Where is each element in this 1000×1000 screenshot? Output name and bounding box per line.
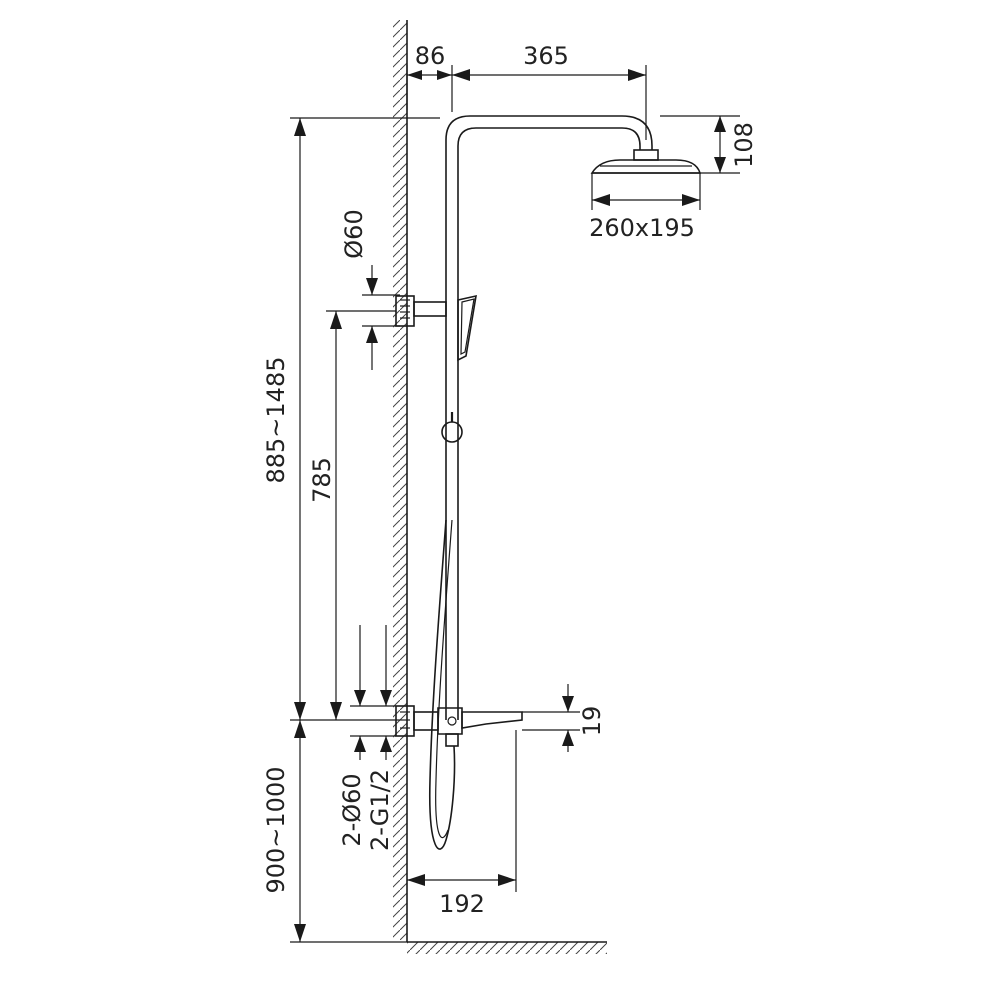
- label-connections-diameter: 2-Ø60: [338, 773, 366, 846]
- label-head-height: 108: [730, 122, 758, 168]
- label-mixer-height: 900~1000: [262, 767, 290, 894]
- label-holder-height: 785: [308, 457, 336, 503]
- dimension-spout-projection: 192: [407, 730, 517, 918]
- dimension-outlet-height: 19: [522, 684, 606, 752]
- hand-shower: [457, 294, 477, 362]
- dimension-holder-diameter: Ø60: [340, 209, 400, 370]
- label-overall-height: 885~1485: [262, 357, 290, 484]
- dimension-holder-height: 785: [308, 310, 396, 720]
- thermostatic-mixer: [395, 705, 523, 747]
- dimension-connections: 2-Ø60 2-G1/2: [338, 625, 396, 851]
- dimension-arm-length: 365: [452, 42, 647, 140]
- riser-pipe: [445, 115, 653, 720]
- label-head-size: 260x195: [589, 214, 695, 242]
- overhead-shower-head: [590, 149, 702, 174]
- dimension-overall-height: 885~1485: [262, 117, 440, 721]
- shower-hose: [428, 519, 456, 850]
- label-spout-projection: 192: [439, 890, 485, 918]
- label-arm-length: 365: [523, 42, 569, 70]
- dimension-mixer-height: 900~1000: [262, 720, 407, 943]
- label-wall-offset: 86: [415, 42, 446, 70]
- slider-knob: [441, 412, 463, 443]
- label-connections-thread: 2-G1/2: [366, 769, 394, 851]
- dimension-head-height: 108: [660, 115, 758, 174]
- dimension-head-size: 260x195: [589, 173, 701, 242]
- label-holder-diameter: Ø60: [340, 209, 368, 258]
- dimension-wall-offset: 86: [406, 42, 453, 112]
- wall: [393, 20, 408, 942]
- label-outlet-height: 19: [578, 706, 606, 737]
- floor: [407, 941, 607, 954]
